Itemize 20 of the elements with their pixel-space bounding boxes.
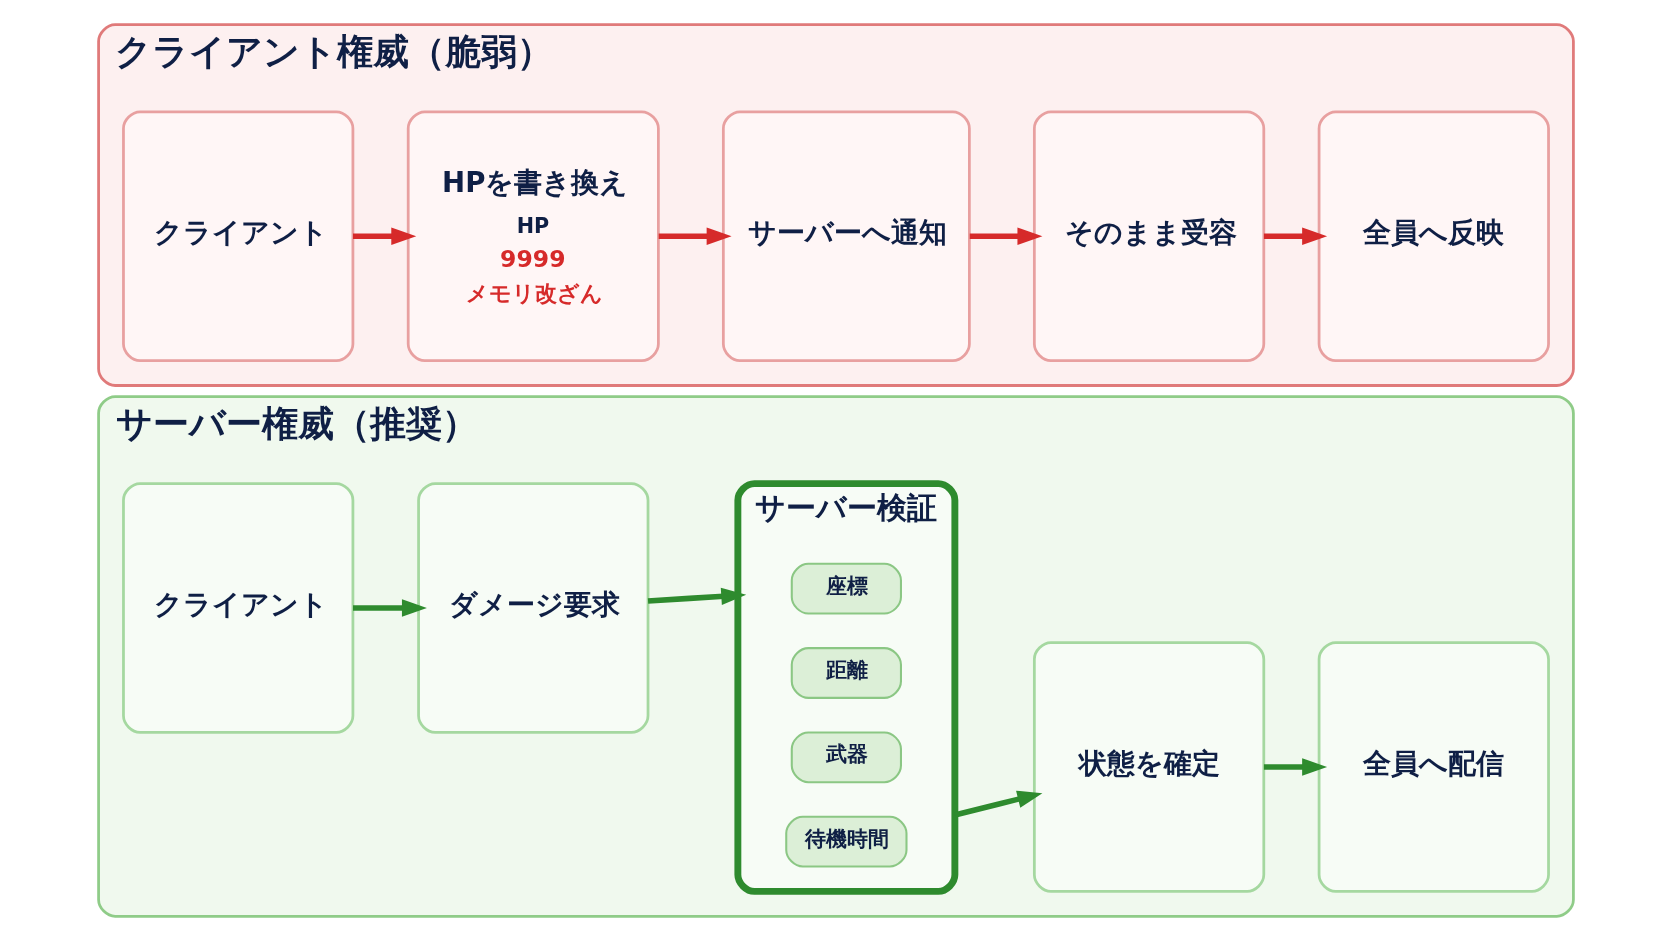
arrow — [1263, 758, 1328, 776]
arrow — [647, 587, 747, 606]
node-box: クライアント — [122, 482, 355, 734]
node-box: ダメージ要求 — [417, 482, 650, 734]
arrow — [353, 599, 427, 617]
node-box: 全員へ反映 — [1317, 110, 1550, 362]
node-box: 座標 — [790, 562, 902, 615]
node-box: 全員へ配信 — [1317, 641, 1550, 893]
node-box: HPを書き換え HP 9999 メモリ改ざん — [406, 110, 660, 362]
arrow — [1263, 227, 1328, 245]
node-box: サーバーへ通知 — [721, 110, 971, 362]
node-box: そのまま受容 — [1032, 110, 1266, 362]
node-box: 状態を確定 — [1032, 641, 1266, 893]
node-box: 待機時間 — [785, 815, 908, 868]
arrow — [353, 227, 417, 245]
node-box: 距離 — [790, 647, 902, 699]
arrow — [658, 227, 732, 245]
node-box: クライアント — [122, 110, 355, 362]
node-box: 武器 — [790, 731, 902, 784]
arrow — [969, 227, 1043, 245]
